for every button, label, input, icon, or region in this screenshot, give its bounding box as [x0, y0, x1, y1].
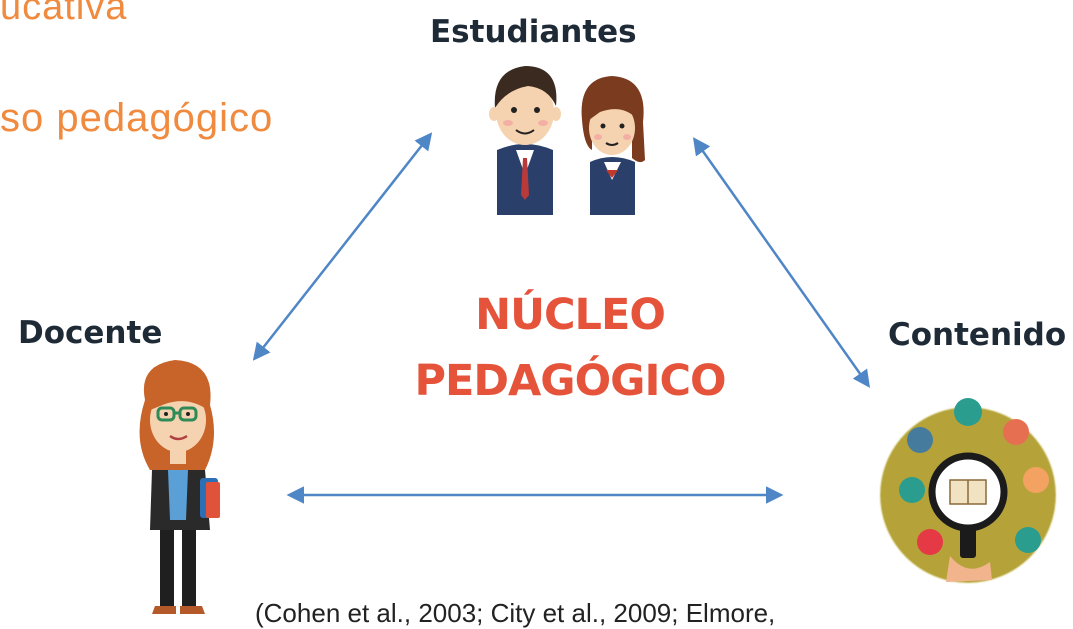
citation: (Cohen et al., 2003; City et al., 2009; … [255, 598, 776, 628]
core-label-line-1: NÚCLEO [475, 290, 666, 340]
node-label-teacher: Docente [18, 315, 163, 351]
node-label-content: Contenido [888, 317, 1067, 353]
node-label-students: Estudiantes [430, 14, 637, 50]
arrow-students-content [692, 137, 871, 388]
core-label: NÚCLEO PEDAGÓGICO [380, 282, 760, 414]
core-label-line-2: PEDAGÓGICO [414, 356, 726, 406]
slide-title-line-2: so pedagógico [0, 96, 274, 140]
arrow-students-teacher [252, 132, 433, 361]
slide-title-line-1: ucativa [0, 0, 128, 28]
